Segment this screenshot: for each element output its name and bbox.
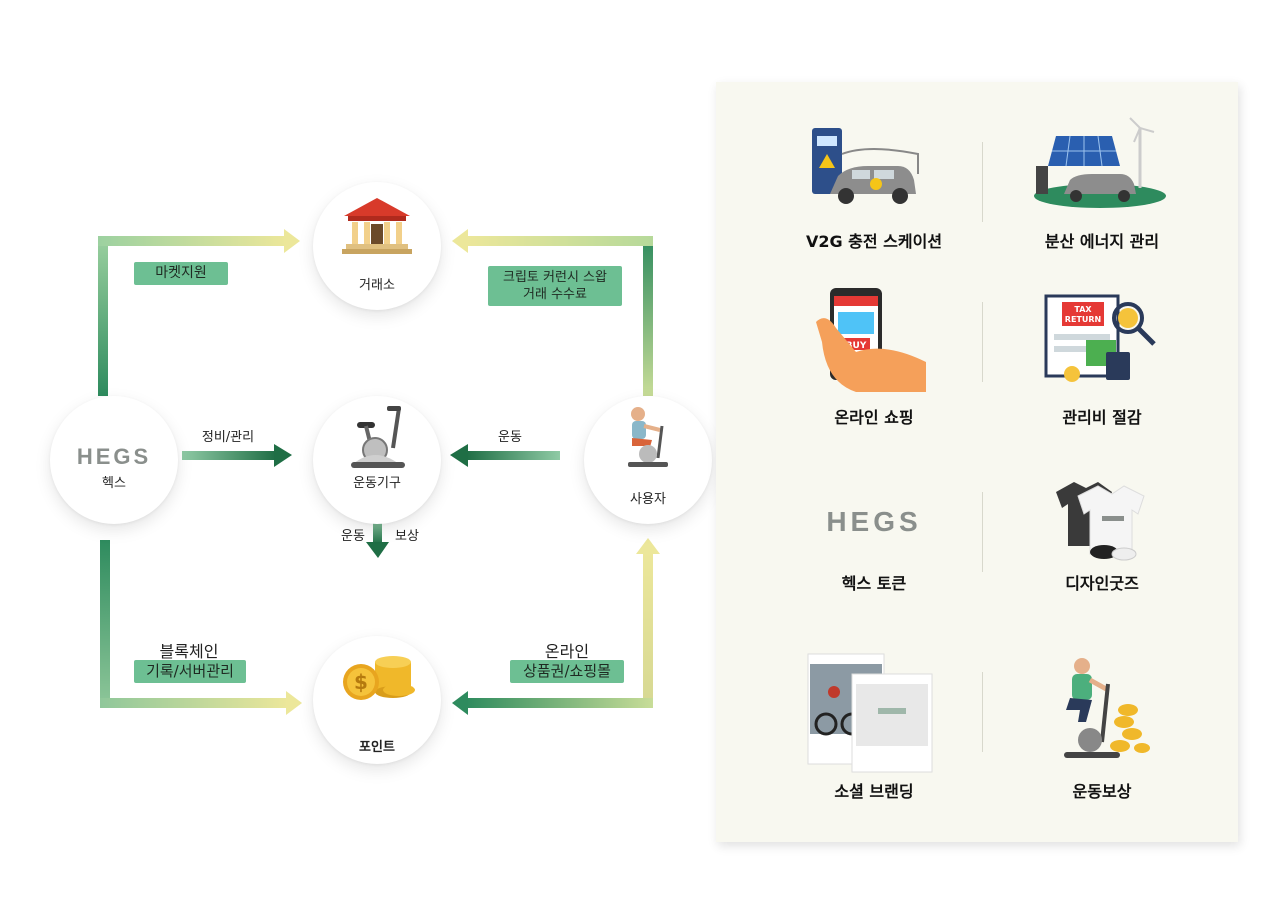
buy-text: BUY [846,341,867,351]
benefit-label-0: V2G 충전 스케이션 [805,232,943,251]
node-hegs-label: 헥스 [102,476,126,491]
return-text: RETURN [1065,315,1101,324]
node-equipment: 운동기구 [313,396,441,524]
arrow-reward [373,520,382,544]
arrow-maintenance [182,451,276,460]
ev-charging-station-icon [812,128,919,204]
arrow-to-exchange-right [466,236,653,246]
benefit-label-5: 디자인굿즈 [1065,574,1139,593]
svg-text:$: $ [354,670,368,694]
caption-reward-right: 보상 [395,529,419,544]
exercise-bike-icon [351,406,405,468]
node-hegs: HEGS 헥스 [50,396,178,524]
divider-row2 [982,302,983,382]
arrow-head-maintenance [274,444,292,467]
benefit-label-1: 분산 에너지 관리 [1044,232,1160,251]
benefit-label-6: 소셜 브랜딩 [834,782,914,801]
benefit-label-3: 관리비 절감 [1062,408,1142,427]
tag-crypto-swap: 크립토 커런시 스왑 거래 수수료 [488,266,622,306]
tag-crypto-swap-line2: 거래 수수료 [523,287,587,302]
divider-row3 [982,492,983,572]
arrow-head-reward [366,542,389,558]
benefits-panel: V2G 충전 스케이션 분산 에너지 관리 BUY 온라인 쇼핑 TAX RET… [716,82,1238,842]
cycling-person-icon [628,407,668,467]
node-exchange: 거래소 [313,182,441,310]
solar-wind-energy-icon [1034,117,1166,208]
benefit-label-4: 헥스 토큰 [841,574,907,593]
tax-return-icon: TAX RETURN [1044,294,1156,382]
node-exchange-label: 거래소 [359,278,395,293]
node-point: $ 포인트 [313,636,441,764]
caption-blockchain: 블록체인 [159,642,219,661]
caption-reward-left: 운동 [341,529,365,544]
arrow-to-point [100,698,288,708]
divider-row1 [982,142,983,222]
arrow-head-point [286,691,302,715]
mobile-shopping-icon: BUY [816,288,926,392]
arrow-hegs-down [100,540,110,708]
node-user-label: 사용자 [630,492,666,507]
node-user: 사용자 [584,396,712,524]
tag-blockchain-record: 기록/서버관리 [134,660,246,683]
node-point-label: 포인트 [359,740,395,755]
arrow-head-exercise [450,444,468,467]
social-post-icon [807,653,933,773]
arrow-head-user [636,538,660,554]
caption-online: 온라인 [544,642,590,661]
arrow-exercise [466,451,560,460]
arrow-head-exchange-right [452,229,468,253]
caption-exercise: 운동 [498,430,522,445]
arrow-user-up [643,236,653,396]
bank-icon [342,198,412,254]
benefit-label-2: 온라인 쇼핑 [834,408,914,427]
coins-icon: $ [343,656,415,700]
hegs-logo: HEGS [76,444,152,469]
node-equipment-label: 운동기구 [353,476,401,491]
tag-online-shop: 상품권/쇼핑몰 [510,660,624,683]
arrow-head-exchange-left [284,229,300,253]
caption-maintenance: 정비/관리 [201,430,255,445]
tag-market-support: 마켓지원 [134,262,228,285]
tag-crypto-swap-line1: 크립토 커런시 스왑 [503,270,607,285]
arrow-to-exchange-left [98,236,286,246]
benefit-label-7: 운동보상 [1072,782,1132,801]
design-goods-icon [1056,482,1145,561]
arrow-hegs-up [98,236,108,396]
exercise-reward-icon [1064,658,1150,758]
arrow-head-point-right [452,691,468,715]
tax-text: TAX [1074,305,1092,314]
arrow-point-to-right [466,698,653,708]
hegs-token-logo: HEGS [826,506,922,537]
divider-row4 [982,672,983,752]
arrow-user-from-bottom [643,552,653,708]
